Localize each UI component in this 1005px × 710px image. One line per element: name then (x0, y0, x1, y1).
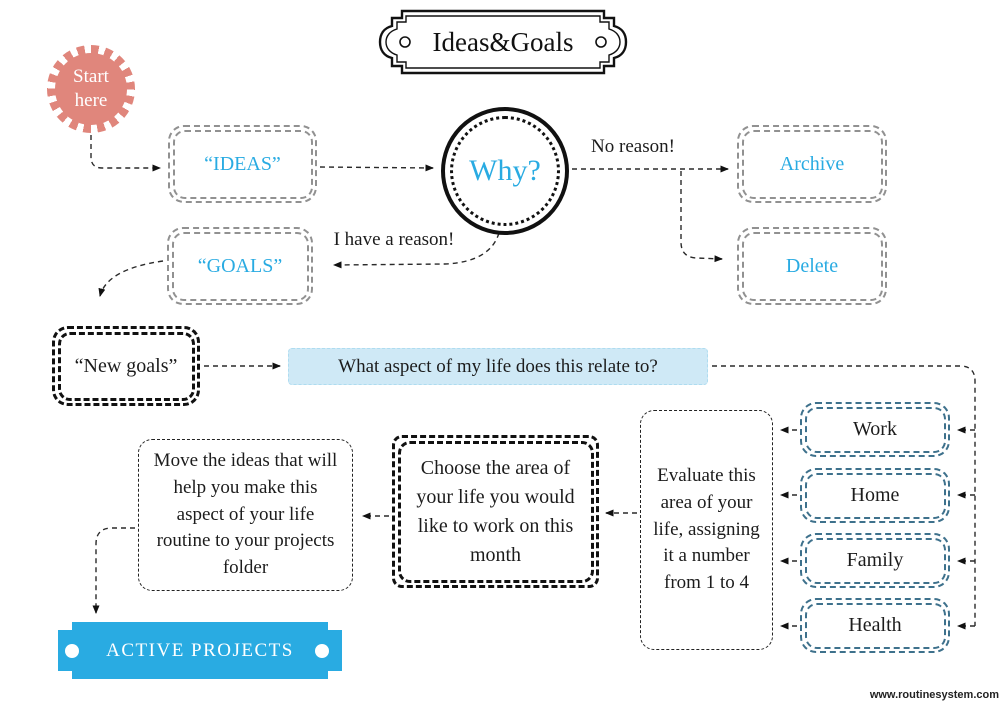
work-label: Work (853, 418, 897, 440)
category-box-health: Health (800, 598, 950, 653)
category-box-home: Home (800, 468, 950, 523)
family-label: Family (846, 549, 904, 571)
active-projects-label: ACTIVE PROJECTS (106, 639, 294, 661)
no-reason-label: No reason! (591, 136, 675, 157)
goals-box: “GOALS” (167, 227, 313, 305)
ideas-label: “IDEAS” (204, 152, 281, 175)
archive-label: Archive (779, 152, 845, 175)
choose-box: Choose the area of your life you would l… (392, 435, 599, 588)
why-circle: Why? (441, 107, 569, 235)
delete-box: Delete (737, 227, 887, 305)
evaluate-box: Evaluate this area of your life, assigni… (640, 410, 773, 650)
page-title: Ideas&Goals (432, 26, 574, 57)
why-label: Why? (469, 154, 541, 187)
archive-box: Archive (737, 125, 887, 203)
move-box: Move the ideas that will help you make t… (138, 439, 353, 591)
aspect-question-bar: What aspect of my life does this relate … (288, 348, 708, 385)
have-reason-label: I have a reason! (333, 229, 455, 250)
new-goals-label: “New goals” (74, 354, 178, 377)
banner-plate-icon (58, 622, 342, 679)
evaluate-label: Evaluate this area of your life, assigni… (653, 464, 760, 594)
start-here-badge: Start here (47, 45, 135, 133)
new-goals-box: “New goals” (52, 326, 200, 406)
aspect-question-label: What aspect of my life does this relate … (338, 355, 658, 377)
ideas-box: “IDEAS” (168, 125, 317, 203)
active-projects-banner: ACTIVE PROJECTS (58, 622, 342, 679)
move-label: Move the ideas that will help you make t… (153, 449, 338, 579)
title-plaque: Ideas&Goals (378, 8, 628, 76)
plaque-frame-icon (378, 9, 628, 75)
delete-label: Delete (785, 254, 839, 277)
choose-label: Choose the area of your life you would l… (416, 456, 575, 566)
category-box-work: Work (800, 402, 950, 457)
website-url: www.routinesystem.com (869, 689, 999, 701)
start-here-label: Start here (55, 53, 127, 125)
category-box-family: Family (800, 533, 950, 588)
home-label: Home (850, 484, 900, 506)
health-label: Health (848, 614, 902, 636)
goals-label: “GOALS” (197, 254, 283, 277)
